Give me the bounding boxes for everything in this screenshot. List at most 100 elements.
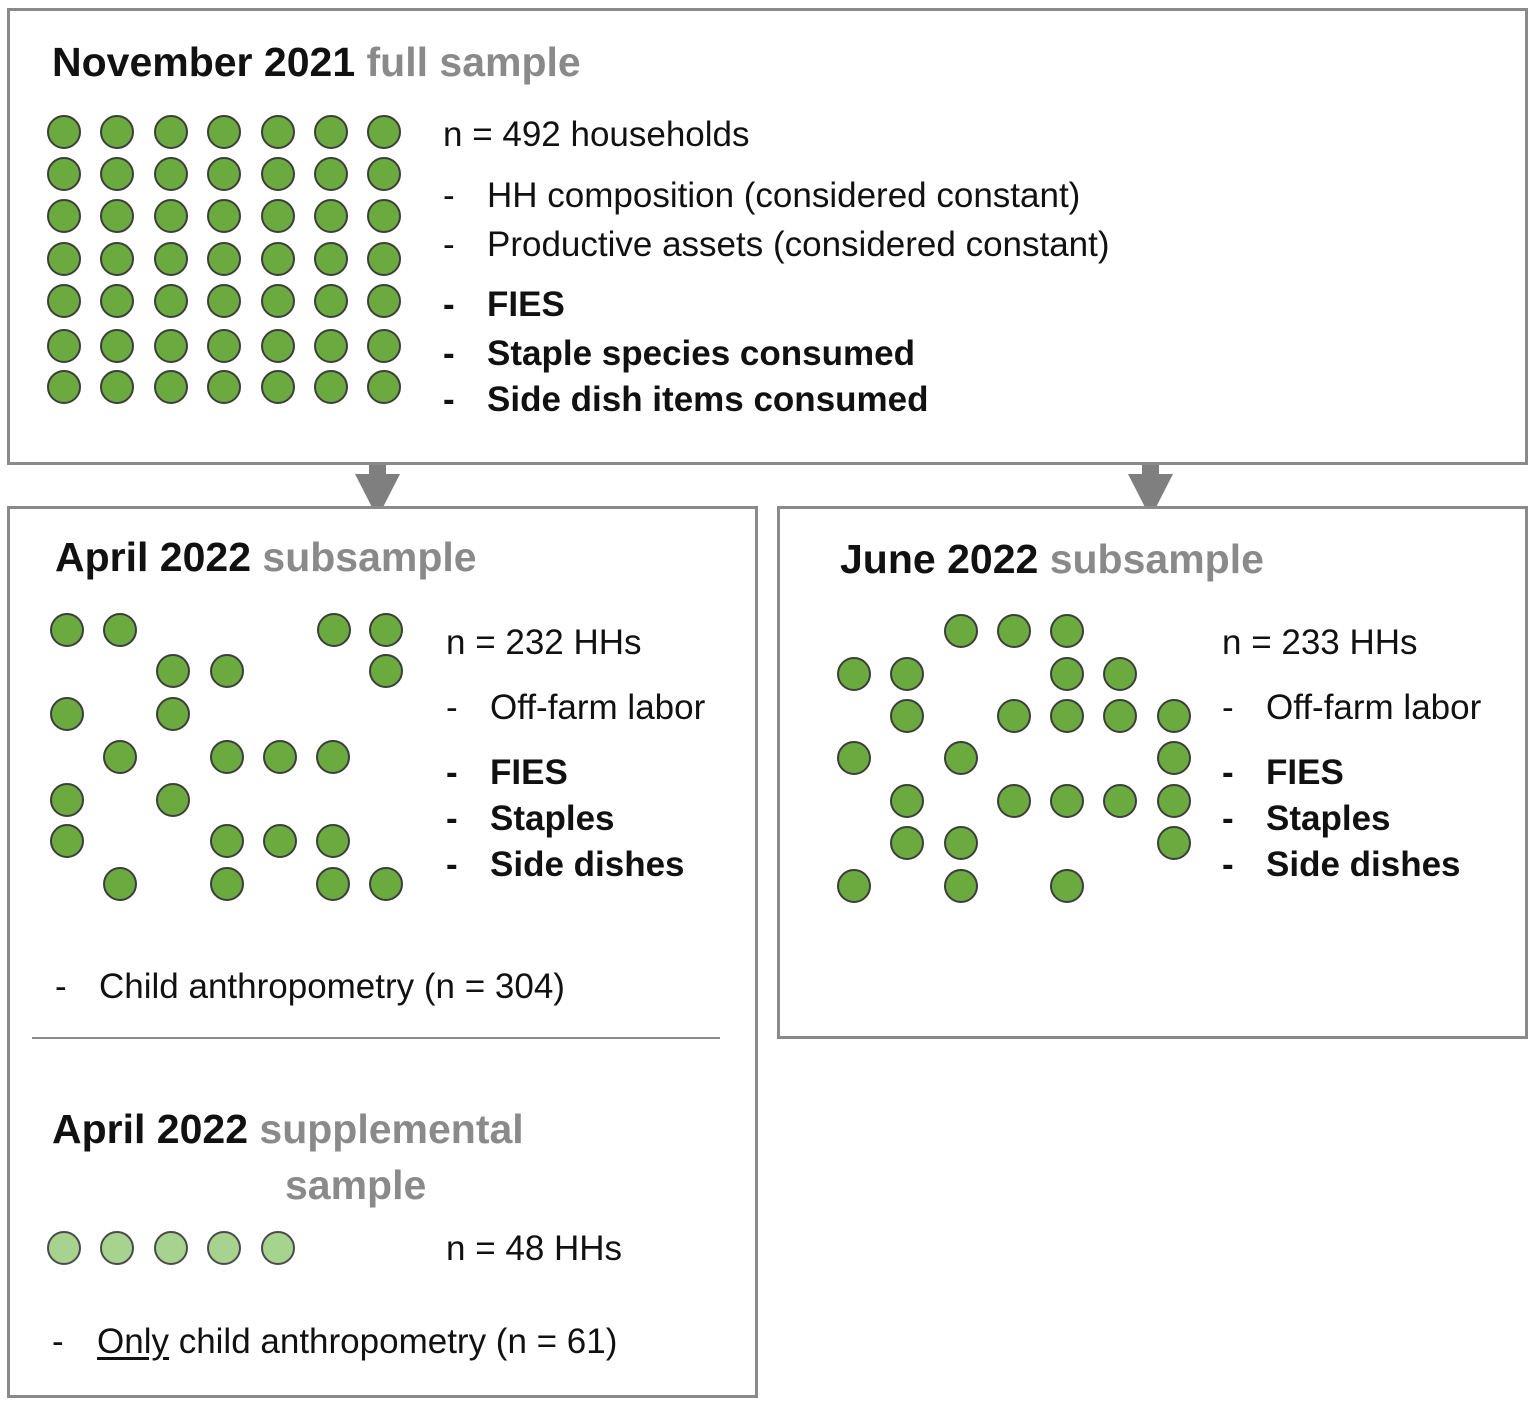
household-dot <box>1157 784 1191 818</box>
november-full-sample-box: November 2021 full sample n = 492 househ… <box>7 8 1528 465</box>
household-dot <box>369 654 403 688</box>
household-dot <box>210 740 244 774</box>
june-n-label: n = 233 HHs <box>1222 623 1418 662</box>
household-dot <box>1050 784 1084 818</box>
only-underlined: Only <box>97 1322 169 1361</box>
supplemental-title-line-2: sample <box>285 1162 427 1208</box>
household-dot <box>367 329 401 363</box>
supplemental-household-dot <box>100 1231 134 1265</box>
household-dot <box>997 699 1031 733</box>
household-dot <box>367 370 401 404</box>
household-dot <box>890 699 924 733</box>
supplemental-household-dot <box>154 1231 188 1265</box>
household-dot <box>261 284 295 318</box>
household-dot <box>317 613 351 647</box>
household-dot <box>837 741 871 775</box>
household-dot <box>100 157 134 191</box>
household-dot <box>261 242 295 276</box>
household-dot <box>369 613 403 647</box>
household-dot <box>261 329 295 363</box>
household-dot <box>1157 741 1191 775</box>
household-dot <box>944 741 978 775</box>
household-dot <box>100 329 134 363</box>
household-dot <box>210 824 244 858</box>
april-subsample-box: April 2022 subsample n = 232 HHs - Off-f… <box>7 506 758 1398</box>
household-dot <box>1103 784 1137 818</box>
household-dot <box>154 370 188 404</box>
household-dot <box>103 740 137 774</box>
household-dot <box>156 697 190 731</box>
household-dot <box>100 199 134 233</box>
household-dot <box>207 242 241 276</box>
household-dot <box>1103 657 1137 691</box>
june-title: June 2022 subsample <box>840 536 1264 582</box>
supplemental-n-label: n = 48 HHs <box>446 1229 623 1268</box>
household-dot <box>367 199 401 233</box>
household-dot <box>944 869 978 903</box>
household-dot <box>314 284 348 318</box>
household-dot <box>369 867 403 901</box>
household-dot <box>47 284 81 318</box>
household-dot <box>154 199 188 233</box>
household-dot <box>156 783 190 817</box>
supplemental-title: April 2022 supplemental <box>52 1106 524 1152</box>
household-dot <box>314 199 348 233</box>
household-dot <box>154 242 188 276</box>
household-dot <box>316 824 350 858</box>
supplemental-household-dot <box>47 1231 81 1265</box>
household-dot <box>944 614 978 648</box>
household-dot <box>207 115 241 149</box>
household-dot <box>837 657 871 691</box>
household-dot <box>210 867 244 901</box>
household-dot <box>207 329 241 363</box>
household-dot <box>314 370 348 404</box>
household-dot <box>316 867 350 901</box>
household-dot <box>997 784 1031 818</box>
household-dot <box>890 657 924 691</box>
household-dot <box>837 869 871 903</box>
household-dot <box>1050 699 1084 733</box>
household-dot <box>1157 699 1191 733</box>
household-dot <box>47 115 81 149</box>
november-title: November 2021 full sample <box>52 39 581 85</box>
household-dot <box>100 115 134 149</box>
household-dot <box>103 613 137 647</box>
household-dot <box>210 654 244 688</box>
household-dot <box>367 115 401 149</box>
household-dot <box>50 697 84 731</box>
household-dot <box>1157 826 1191 860</box>
household-dot <box>207 157 241 191</box>
household-dot <box>261 370 295 404</box>
april-title: April 2022 subsample <box>55 534 477 580</box>
household-dot <box>890 784 924 818</box>
household-dot <box>100 284 134 318</box>
household-dot <box>316 740 350 774</box>
household-dot <box>1050 657 1084 691</box>
household-dot <box>1103 699 1137 733</box>
household-dot <box>367 284 401 318</box>
household-dot <box>50 613 84 647</box>
household-dot <box>314 157 348 191</box>
household-dot <box>47 370 81 404</box>
household-dot <box>890 826 924 860</box>
supplemental-household-dot <box>207 1231 241 1265</box>
household-dot <box>997 614 1031 648</box>
household-dot <box>314 115 348 149</box>
november-n-label: n = 492 households <box>443 115 750 154</box>
household-dot <box>263 824 297 858</box>
household-dot <box>100 370 134 404</box>
household-dot <box>154 284 188 318</box>
household-dot <box>263 740 297 774</box>
household-dot <box>261 157 295 191</box>
household-dot <box>100 242 134 276</box>
household-dot <box>103 867 137 901</box>
household-dot <box>367 242 401 276</box>
household-dot <box>1050 869 1084 903</box>
section-divider <box>32 1037 720 1039</box>
household-dot <box>154 329 188 363</box>
household-dot <box>314 329 348 363</box>
household-dot <box>207 370 241 404</box>
household-dot <box>944 826 978 860</box>
household-dot <box>261 199 295 233</box>
household-dot <box>207 199 241 233</box>
